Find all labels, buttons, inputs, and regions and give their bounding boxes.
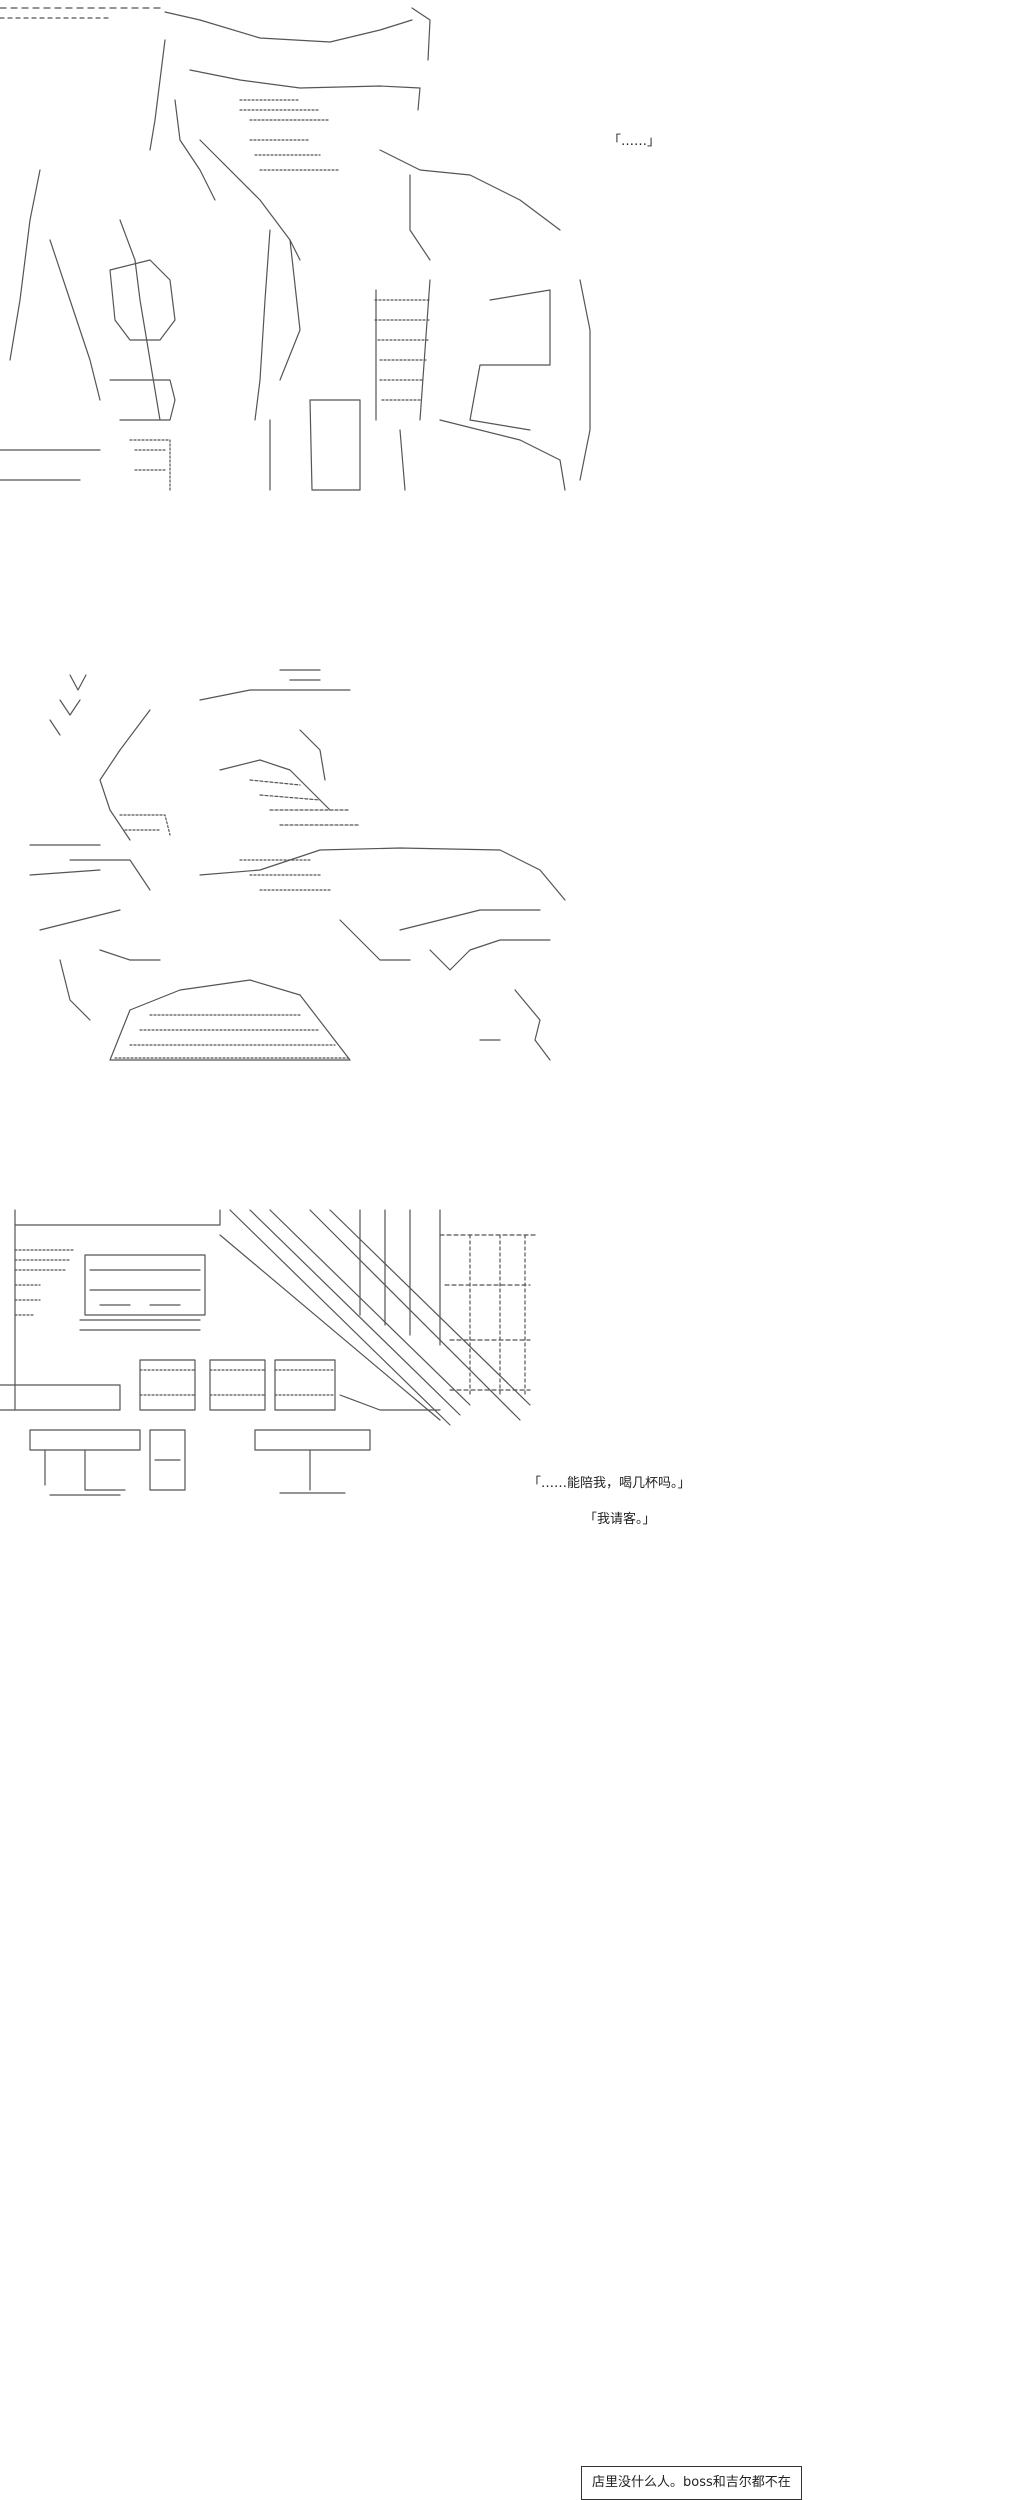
- panel-3: 店里没什么人。boss和吉尔都不在: [0, 1195, 1010, 2500]
- speech-line: 「我请客。」: [584, 1512, 656, 1527]
- panel-1-illustration: [0, 0, 620, 500]
- panel-3-illustration: [0, 1195, 540, 1515]
- speech-line: 「……」: [608, 134, 661, 149]
- narration-caption: 店里没什么人。boss和吉尔都不在: [581, 2466, 802, 2500]
- panel-1: 「……」: [0, 0, 1010, 500]
- panel-2: 「……能陪我，喝几杯吗。」 「我请客。」: [0, 660, 1010, 1527]
- panel-2-illustration: [0, 660, 580, 1080]
- speech-line: 「……能陪我，喝几杯吗。」: [528, 1476, 691, 1491]
